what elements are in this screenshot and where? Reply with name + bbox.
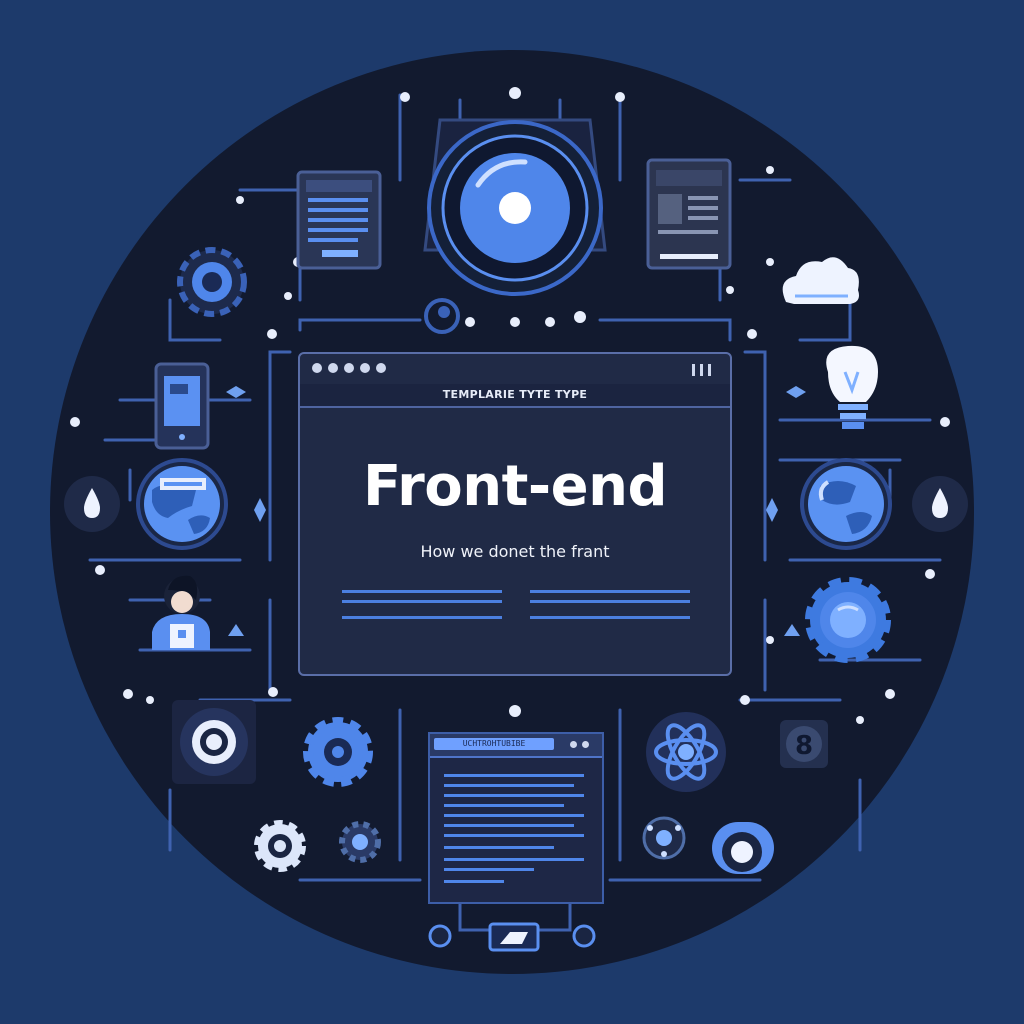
water-drop-icon: [64, 476, 120, 532]
code-editor-header: UCHTROHTUBIBE: [430, 734, 602, 758]
lightbulb-icon: [826, 345, 878, 429]
code-line: [444, 858, 584, 861]
page-title: Front-end: [362, 454, 668, 519]
browser-window: TEMPLARIE TYTE TYPE Front-end How we don…: [298, 352, 732, 676]
code-line: [444, 868, 534, 871]
code-line: [444, 824, 574, 827]
window-dot: [376, 363, 386, 373]
code-editor-tab: UCHTROHTUBIBE: [434, 738, 554, 750]
window-titlebar: [300, 354, 730, 386]
cloud-icon: [782, 257, 859, 304]
code-line: [444, 774, 584, 777]
code-line: [444, 794, 584, 797]
gear-icon: [177, 247, 247, 317]
code-editor-window: UCHTROHTUBIBE: [428, 732, 604, 904]
page-subtitle: How we donet the frant: [420, 542, 610, 561]
code-line: [444, 804, 564, 807]
window-dot: [570, 741, 577, 748]
gear-icon: [805, 577, 891, 663]
code-line: [444, 880, 504, 883]
window-control: [692, 364, 695, 376]
target-icon: [172, 700, 256, 784]
text-placeholder-line: [342, 590, 502, 593]
window-dot: [344, 363, 354, 373]
code-line: [444, 784, 574, 787]
globe-icon: [800, 458, 892, 550]
window-dot: [360, 363, 370, 373]
gear-icon: [339, 821, 381, 863]
swirl-icon: [424, 298, 460, 334]
network-icon: [642, 816, 686, 860]
window-dot: [582, 741, 589, 748]
text-placeholder-line: [342, 600, 502, 603]
text-placeholder-line: [342, 616, 502, 619]
window-dot: [312, 363, 322, 373]
water-drop-icon: [912, 476, 968, 532]
window-dot: [328, 363, 338, 373]
window-control: [708, 364, 711, 376]
document-icon: [296, 170, 382, 270]
template-label: TEMPLARIE TYTE TYPE: [442, 388, 588, 401]
warning-icon: [226, 386, 806, 636]
smartphone-icon: [154, 362, 210, 450]
security-icon: 8: [780, 720, 828, 768]
code-line: [444, 834, 584, 837]
template-bar: TEMPLARIE TYTE TYPE: [300, 384, 730, 408]
gear-icon: [303, 717, 373, 787]
text-placeholder-line: [530, 590, 690, 593]
user-avatar-icon: [152, 575, 210, 650]
code-line: [444, 814, 584, 817]
camera-lens-icon: [423, 118, 607, 296]
text-placeholder-line: [530, 616, 690, 619]
code-line: [444, 846, 554, 849]
text-placeholder-line: [530, 600, 690, 603]
toggle-icon: [712, 822, 774, 874]
device-icon: [428, 922, 596, 952]
svg-text:8: 8: [795, 731, 813, 761]
window-control: [700, 364, 703, 376]
atom-icon: [646, 712, 726, 792]
circuit-dots: [70, 87, 950, 724]
gear-icon: [254, 820, 306, 872]
globe-icon: [136, 458, 228, 550]
newspaper-icon: [646, 158, 732, 270]
